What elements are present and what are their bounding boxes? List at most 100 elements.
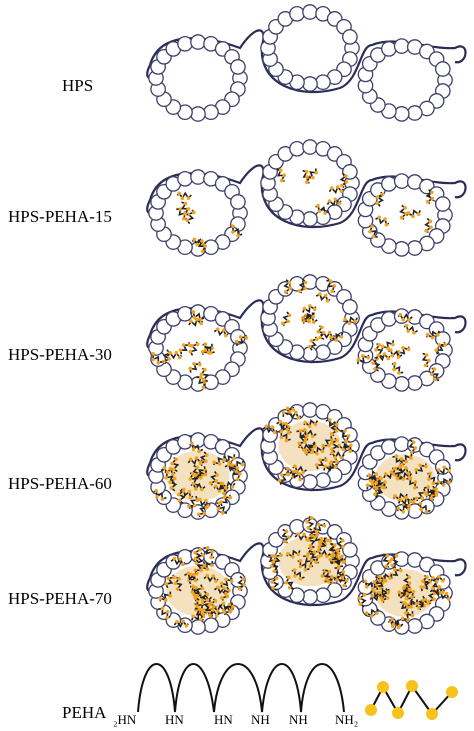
peha-molecule <box>184 571 199 583</box>
peha-molecule <box>330 437 339 453</box>
peha-molecule <box>292 464 308 475</box>
peha-molecule <box>205 603 215 618</box>
peha-molecule <box>315 203 330 215</box>
hps-bead <box>302 211 318 227</box>
hps-bead <box>289 140 305 157</box>
peha-molecule <box>194 607 205 622</box>
peha-molecule <box>278 429 291 443</box>
peha-molecule <box>312 532 324 547</box>
peha-molecule <box>375 191 385 207</box>
peha-bead <box>426 708 438 720</box>
peha-molecule <box>330 542 340 558</box>
hps-bead <box>177 548 193 565</box>
peha-molecule <box>185 209 196 225</box>
peha-molecule <box>305 515 315 531</box>
peha-molecule <box>366 473 381 485</box>
peha-molecule <box>289 469 304 482</box>
peha-molecule <box>196 503 209 518</box>
peha-molecule <box>203 573 219 583</box>
peha-molecule <box>199 367 209 383</box>
peha-molecule <box>193 547 202 563</box>
peha-molecule <box>430 574 446 584</box>
peha-molecule <box>329 332 344 342</box>
label-hps-peha-60: HPS-PEHA-60 <box>8 474 112 493</box>
peha-molecule <box>427 471 438 486</box>
peha-molecule <box>188 341 200 356</box>
peha-molecule <box>166 350 183 360</box>
hps-bead <box>302 402 318 418</box>
peha-molecule <box>315 548 331 559</box>
hps-bead <box>190 106 206 122</box>
peha-molecule <box>178 342 192 355</box>
hps-bead <box>393 106 410 122</box>
peha-molecule <box>396 504 411 514</box>
peha-molecule <box>307 336 319 351</box>
peha-molecule <box>213 585 229 596</box>
label-hps: HPS <box>62 76 94 95</box>
peha-group-5: NH <box>289 712 308 727</box>
peha-molecule <box>176 191 192 201</box>
hps-bead <box>177 170 193 187</box>
peha-molecule <box>173 576 183 592</box>
peha-molecule <box>402 573 412 589</box>
peha-molecule <box>316 325 326 341</box>
peha-molecule <box>321 436 334 449</box>
peha-bead <box>365 704 377 716</box>
hps-bead <box>177 305 193 322</box>
peha-group-6: NH₂ <box>335 712 358 727</box>
peha-molecule <box>262 424 278 435</box>
hps-bead <box>190 169 206 185</box>
peha-molecule <box>389 617 404 629</box>
peha-molecule <box>328 185 344 194</box>
peha-molecule <box>364 608 379 618</box>
peha-molecule <box>343 316 358 326</box>
peha-molecule <box>158 591 173 602</box>
peha-molecule <box>200 590 210 606</box>
hps-bead <box>203 617 219 634</box>
peha-molecule <box>436 590 452 601</box>
peha-molecule <box>382 553 392 568</box>
hps-bead <box>381 439 397 455</box>
peha-bead <box>392 707 404 719</box>
peha-molecule <box>414 463 428 475</box>
hps-bead <box>393 436 410 452</box>
hps-bead <box>393 173 410 189</box>
peha-molecule <box>396 465 411 476</box>
peha-molecule <box>202 342 215 355</box>
peha-molecule <box>340 429 351 443</box>
hps-bead <box>381 41 397 57</box>
peha-molecule <box>187 495 200 509</box>
hps-bead <box>393 376 410 392</box>
peha-molecule <box>271 552 283 567</box>
hps-bead <box>190 619 206 635</box>
peha-group-1: ₂HN <box>113 712 137 727</box>
hps-bead <box>315 587 331 604</box>
peha-molecule <box>408 439 418 455</box>
peha-molecule <box>417 501 431 514</box>
hps-bead <box>302 4 318 20</box>
peha-molecule <box>387 348 403 359</box>
peha-molecule <box>414 488 427 502</box>
row-hps-peha-30 <box>146 274 467 392</box>
peha-molecule <box>188 317 204 327</box>
peha-molecule <box>212 455 226 466</box>
peha-molecule <box>400 611 415 622</box>
peha-molecule <box>391 466 402 481</box>
hps-bead <box>406 618 423 634</box>
peha-molecule <box>237 575 246 592</box>
peha-molecule <box>404 599 419 609</box>
hps-bead <box>381 311 397 327</box>
peha-molecule <box>392 454 405 467</box>
peha-molecule <box>326 197 342 207</box>
label-peha: PEHA <box>62 703 107 722</box>
peha-group-2: HN <box>165 712 184 727</box>
hps-bead <box>230 194 246 210</box>
peha-bead <box>406 680 418 692</box>
peha-molecule <box>276 168 287 183</box>
peha-molecule <box>403 323 419 335</box>
peha-molecule <box>356 354 371 365</box>
peha-bead <box>377 681 389 693</box>
peha-molecule <box>188 361 202 373</box>
peha-molecule <box>390 553 399 569</box>
hps-bead <box>315 472 331 489</box>
